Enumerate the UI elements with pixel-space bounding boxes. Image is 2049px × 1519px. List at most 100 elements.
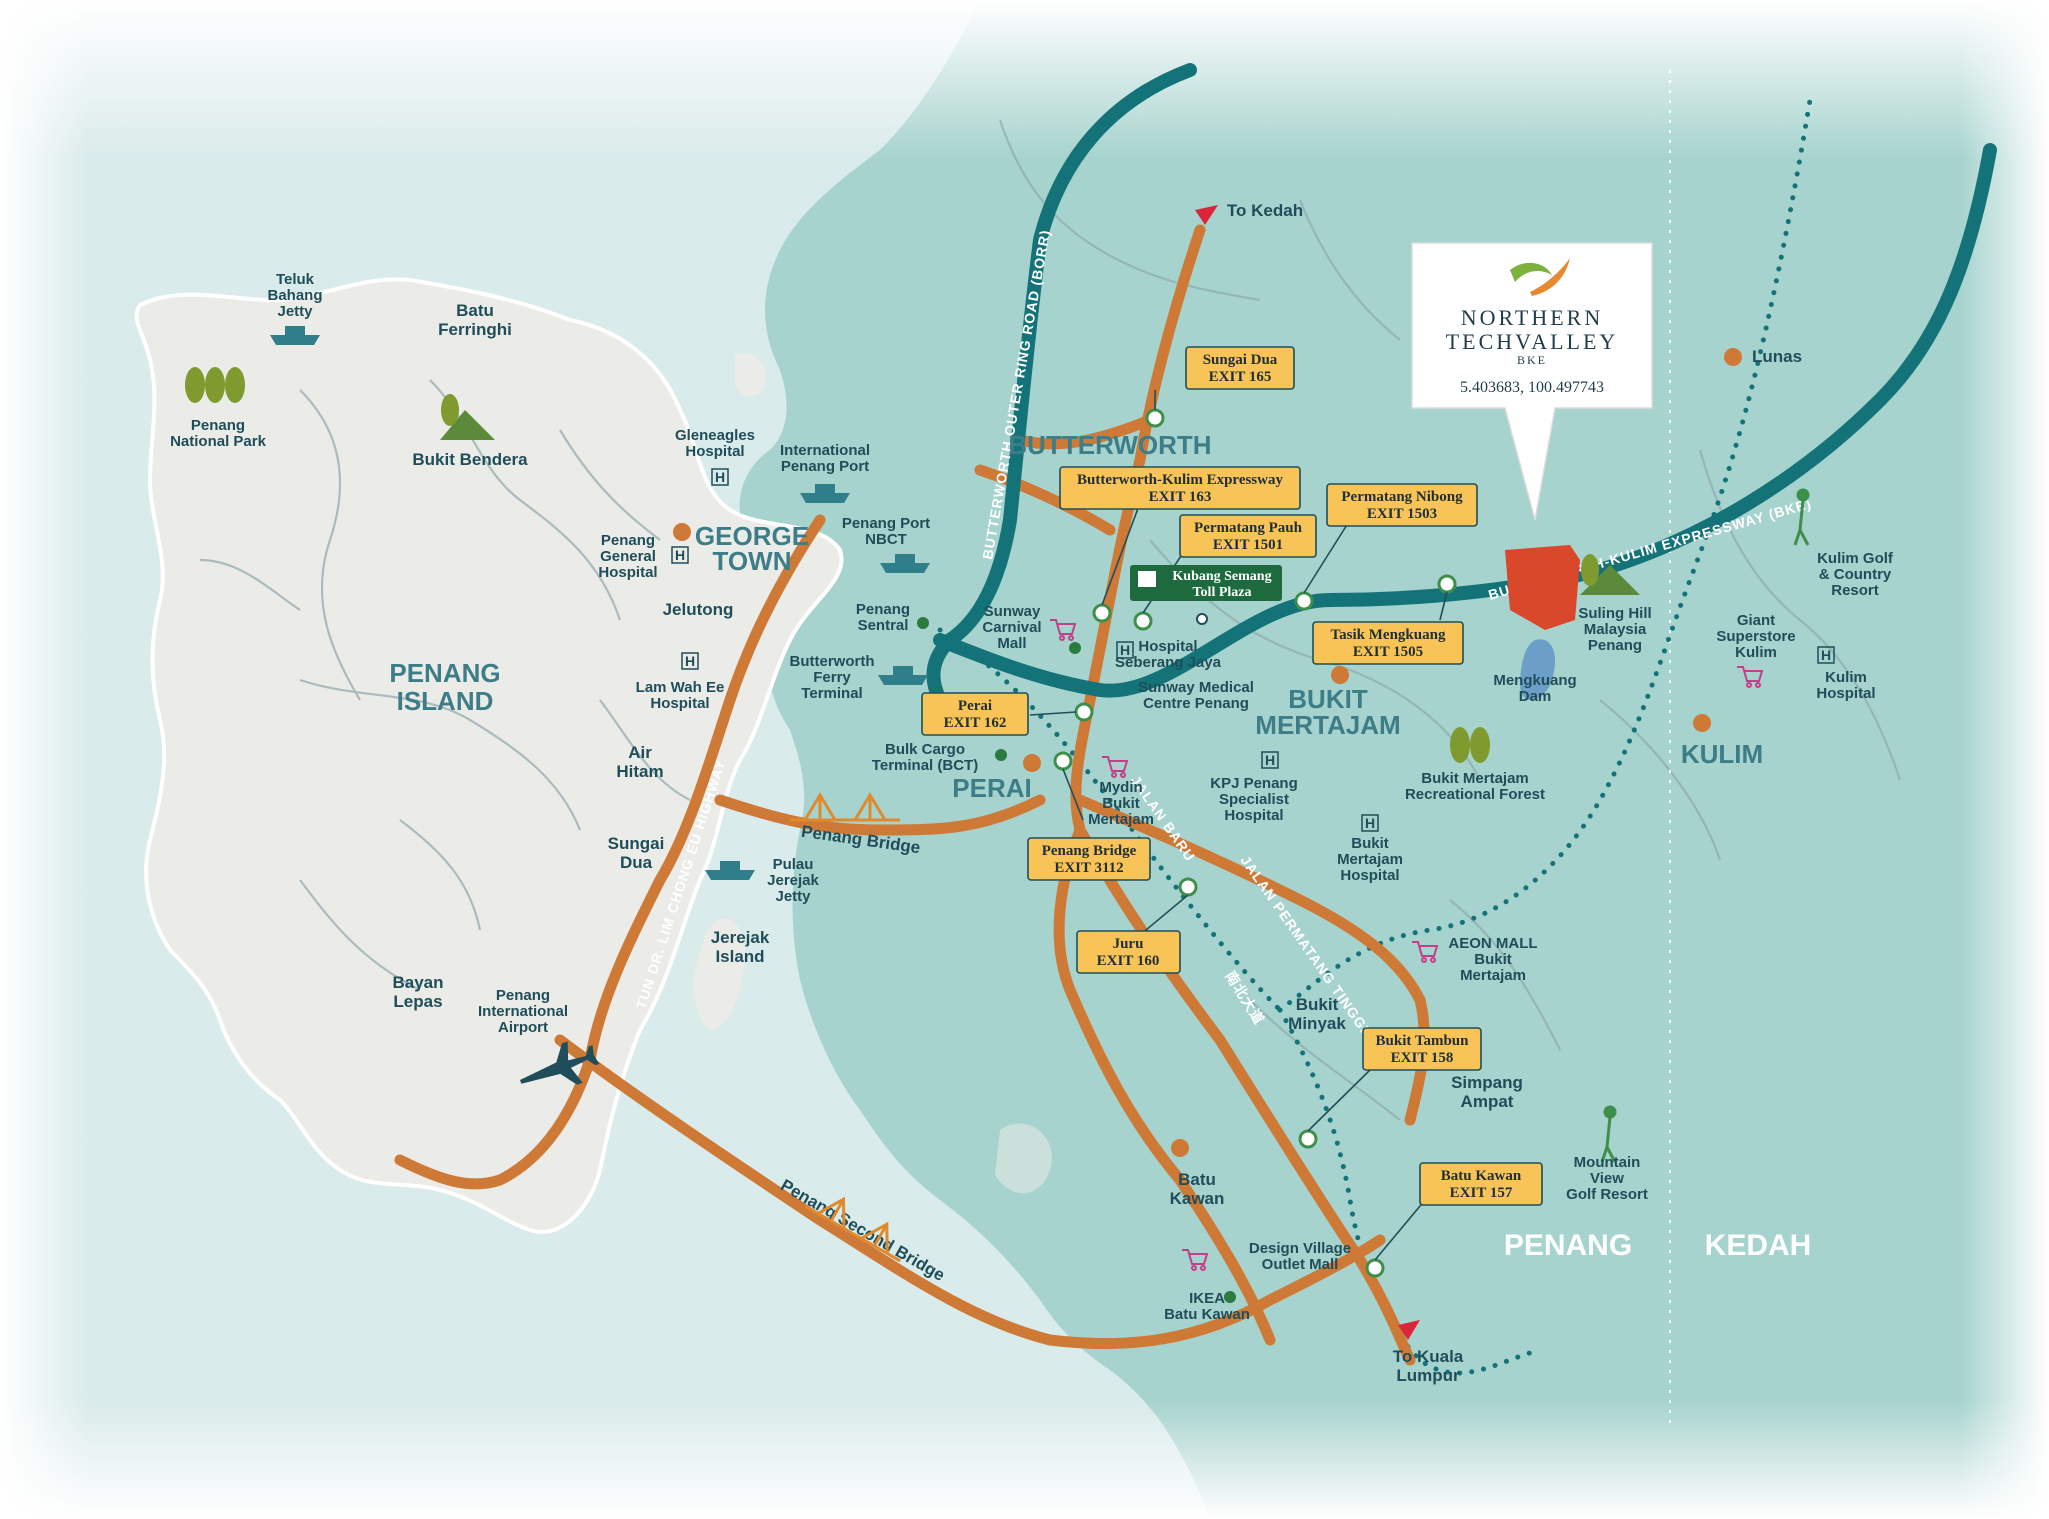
brand-line3: BKE <box>1517 353 1547 367</box>
hospital-icon: H <box>1361 814 1379 832</box>
ferry-icon <box>705 861 755 880</box>
place-lunas: Lunas <box>1752 347 1802 366</box>
mountain-icon <box>440 394 495 440</box>
place-bukit-bendera: Bukit Bendera <box>412 450 528 469</box>
golf-icon <box>1600 1105 1617 1163</box>
svg-text:H: H <box>675 547 685 563</box>
tree-icon <box>1450 727 1490 763</box>
hospital-icon: H <box>1817 646 1835 664</box>
place-to-kedah: To Kedah <box>1227 201 1303 220</box>
svg-text:H: H <box>1265 752 1275 768</box>
tree-icon <box>185 367 245 403</box>
ferry-icon <box>878 666 928 685</box>
green-dots <box>917 617 1236 1303</box>
place-jelutong: Jelutong <box>663 600 734 619</box>
direction-arrow-icon <box>1398 1320 1420 1340</box>
bridge-icon <box>804 1196 902 1263</box>
direction-arrow-icon <box>1195 205 1218 225</box>
shopping-cart-icon <box>1182 1249 1209 1271</box>
railway <box>937 97 1813 1376</box>
penang-island <box>134 277 844 1234</box>
svg-text:PENANG: PENANG <box>1504 1229 1632 1262</box>
shopping-cart-icon <box>1737 666 1764 688</box>
hospital-icon: H <box>671 546 689 564</box>
hospital-icon: H <box>711 468 729 486</box>
svg-text:H: H <box>1365 815 1375 831</box>
ferry-icon <box>880 554 930 573</box>
golf-icon <box>1793 488 1810 546</box>
svg-text:KULIM: KULIM <box>1681 739 1763 769</box>
shopping-cart-icon <box>1412 941 1439 963</box>
brand-line2: TECHVALLEY <box>1446 329 1619 354</box>
mengkuang-dam <box>1520 639 1555 700</box>
hospital-icon: H <box>681 652 699 670</box>
jerejak-island <box>693 918 745 1030</box>
mountain-icon <box>1580 554 1640 595</box>
ferry-icon <box>800 484 850 503</box>
highways <box>394 224 1430 1366</box>
hospital-icon: H <box>1261 751 1279 769</box>
shopping-cart-icon <box>1050 619 1077 641</box>
svg-text:BUTTERWORTH: BUTTERWORTH <box>1008 430 1211 460</box>
ferry-icon <box>270 326 320 345</box>
techvalley-callout: NORTHERN TECHVALLEY BKE 5.403683, 100.49… <box>1411 242 1653 521</box>
northern-techvalley-site <box>1505 545 1580 630</box>
svg-text:H: H <box>685 653 695 669</box>
logo-icon <box>1510 262 1552 282</box>
bridge-icon <box>790 792 900 822</box>
